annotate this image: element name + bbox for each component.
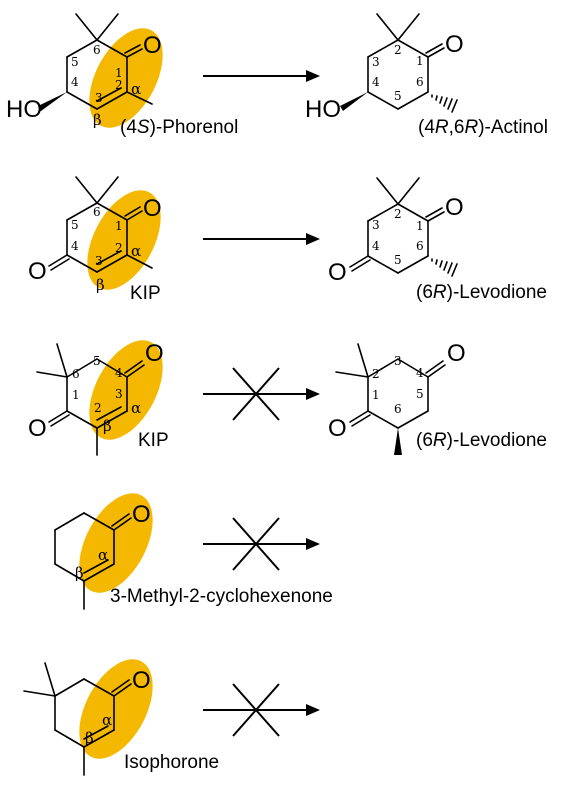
row-2: O O 1 2 3 4 5 6 α β KIP xyxy=(28,176,547,304)
locant-5: 5 xyxy=(394,253,402,267)
oxygen-label-2: O xyxy=(28,415,47,442)
locant-3: 3 xyxy=(115,387,123,401)
locant-5: 5 xyxy=(71,55,79,69)
beta-label: β xyxy=(93,111,102,129)
reactant-name: (4S)-Phorenol xyxy=(120,117,238,138)
locant-1: 1 xyxy=(416,54,424,68)
locant-1: 1 xyxy=(72,388,80,402)
locant-1: 1 xyxy=(416,219,424,233)
product-name: (6R)-Levodione xyxy=(416,430,547,451)
alpha-label: α xyxy=(131,399,141,417)
locant-3: 3 xyxy=(372,218,380,232)
hydroxyl-label: HO xyxy=(305,96,341,123)
product-name: (6R)-Levodione xyxy=(416,282,547,303)
blocked-reaction-arrow xyxy=(203,683,320,737)
oxygen-label: O xyxy=(143,32,162,59)
locant-3: 3 xyxy=(95,91,103,105)
locant-5: 5 xyxy=(93,354,101,368)
reactant-kip: O O 1 2 3 4 5 6 α β KIP xyxy=(28,340,169,456)
locant-5: 5 xyxy=(416,387,424,401)
oxygen-label-2: O xyxy=(328,259,347,286)
reactant-phorenol: O HO 1 2 3 4 5 6 α β (4S)-Phorenol xyxy=(6,13,238,138)
locant-2: 2 xyxy=(115,241,123,255)
reactant-kip: O O 1 2 3 4 5 6 α β KIP xyxy=(28,176,162,304)
blocked-reaction-arrow xyxy=(203,367,320,421)
locant-5: 5 xyxy=(71,218,79,232)
beta-label: β xyxy=(96,276,105,294)
oxygen-label-2: O xyxy=(328,415,347,442)
locant-1: 1 xyxy=(115,219,123,233)
product-actinol: O HO 1 2 3 4 5 6 (4R,6R)-Actinol xyxy=(305,13,548,138)
locant-4: 4 xyxy=(71,239,79,253)
locant-1: 1 xyxy=(115,66,123,80)
oxygen-label: O xyxy=(132,667,151,694)
locant-4: 4 xyxy=(372,75,380,89)
locant-2: 2 xyxy=(94,401,102,415)
oxygen-label: O xyxy=(132,501,151,528)
locant-5: 5 xyxy=(394,89,402,103)
locant-6: 6 xyxy=(72,367,80,381)
locant-3: 3 xyxy=(394,354,402,368)
locant-4: 4 xyxy=(372,239,380,253)
reaction-arrow xyxy=(203,233,320,245)
reactant-isophorone: O α β Isophorone xyxy=(23,659,219,776)
locant-4: 4 xyxy=(71,75,79,89)
hashed-wedge xyxy=(431,94,458,113)
hydroxyl-label: HO xyxy=(6,96,42,123)
locant-6: 6 xyxy=(416,75,424,89)
hashed-wedge xyxy=(431,258,458,277)
locant-2: 2 xyxy=(372,367,380,381)
product-levodione: O O 1 2 3 4 5 6 (6R)-Levodione xyxy=(328,340,547,455)
locant-2: 2 xyxy=(115,78,123,92)
locant-6: 6 xyxy=(93,205,101,219)
alpha-label: α xyxy=(102,711,112,729)
locant-6: 6 xyxy=(394,402,402,416)
row-1: O HO 1 2 3 4 5 6 α β (4S)-Phorenol xyxy=(6,13,548,138)
enone-highlight xyxy=(79,659,153,759)
enone-highlight xyxy=(87,190,161,290)
oxygen-label: O xyxy=(143,195,162,222)
locant-1: 1 xyxy=(372,388,380,402)
locant-6: 6 xyxy=(93,43,101,57)
locant-2: 2 xyxy=(394,207,402,221)
row-4: O α β 3-Methyl-2-cyclohexenone xyxy=(54,493,333,610)
row-3: O O 1 2 3 4 5 6 α β KIP xyxy=(28,340,547,456)
reactant-name: Isophorone xyxy=(124,752,219,773)
beta-label: β xyxy=(75,564,84,582)
reactant-name: KIP xyxy=(130,283,161,304)
locant-6: 6 xyxy=(416,239,424,253)
oxygen-label: O xyxy=(445,31,464,58)
locant-3: 3 xyxy=(372,55,380,69)
reactant-name: KIP xyxy=(138,430,169,451)
product-levodione: O O 1 2 3 4 5 6 (6R)-Levodione xyxy=(328,177,547,303)
reaction-arrow xyxy=(203,70,320,82)
beta-label: β xyxy=(103,417,112,435)
locant-4: 4 xyxy=(115,366,123,380)
reactant-name: 3-Methyl-2-cyclohexenone xyxy=(110,586,333,607)
oxygen-label: O xyxy=(447,340,466,367)
row-5: O α β Isophorone xyxy=(23,659,320,776)
alpha-label: α xyxy=(131,242,141,260)
alpha-label: α xyxy=(131,80,141,98)
oxygen-label-2: O xyxy=(28,258,47,285)
blocked-reaction-arrow xyxy=(203,517,320,571)
locant-2: 2 xyxy=(394,43,402,57)
reactant-3-methyl-2-cyclohexenone: O α β 3-Methyl-2-cyclohexenone xyxy=(54,493,333,610)
locant-3: 3 xyxy=(95,254,103,268)
oxygen-label: O xyxy=(145,340,164,367)
enone-highlight xyxy=(79,493,153,593)
locant-4: 4 xyxy=(416,366,424,380)
beta-label: β xyxy=(85,729,94,747)
alpha-label: α xyxy=(98,546,108,564)
oxygen-label: O xyxy=(445,194,464,221)
product-name: (4R,6R)-Actinol xyxy=(418,117,548,138)
